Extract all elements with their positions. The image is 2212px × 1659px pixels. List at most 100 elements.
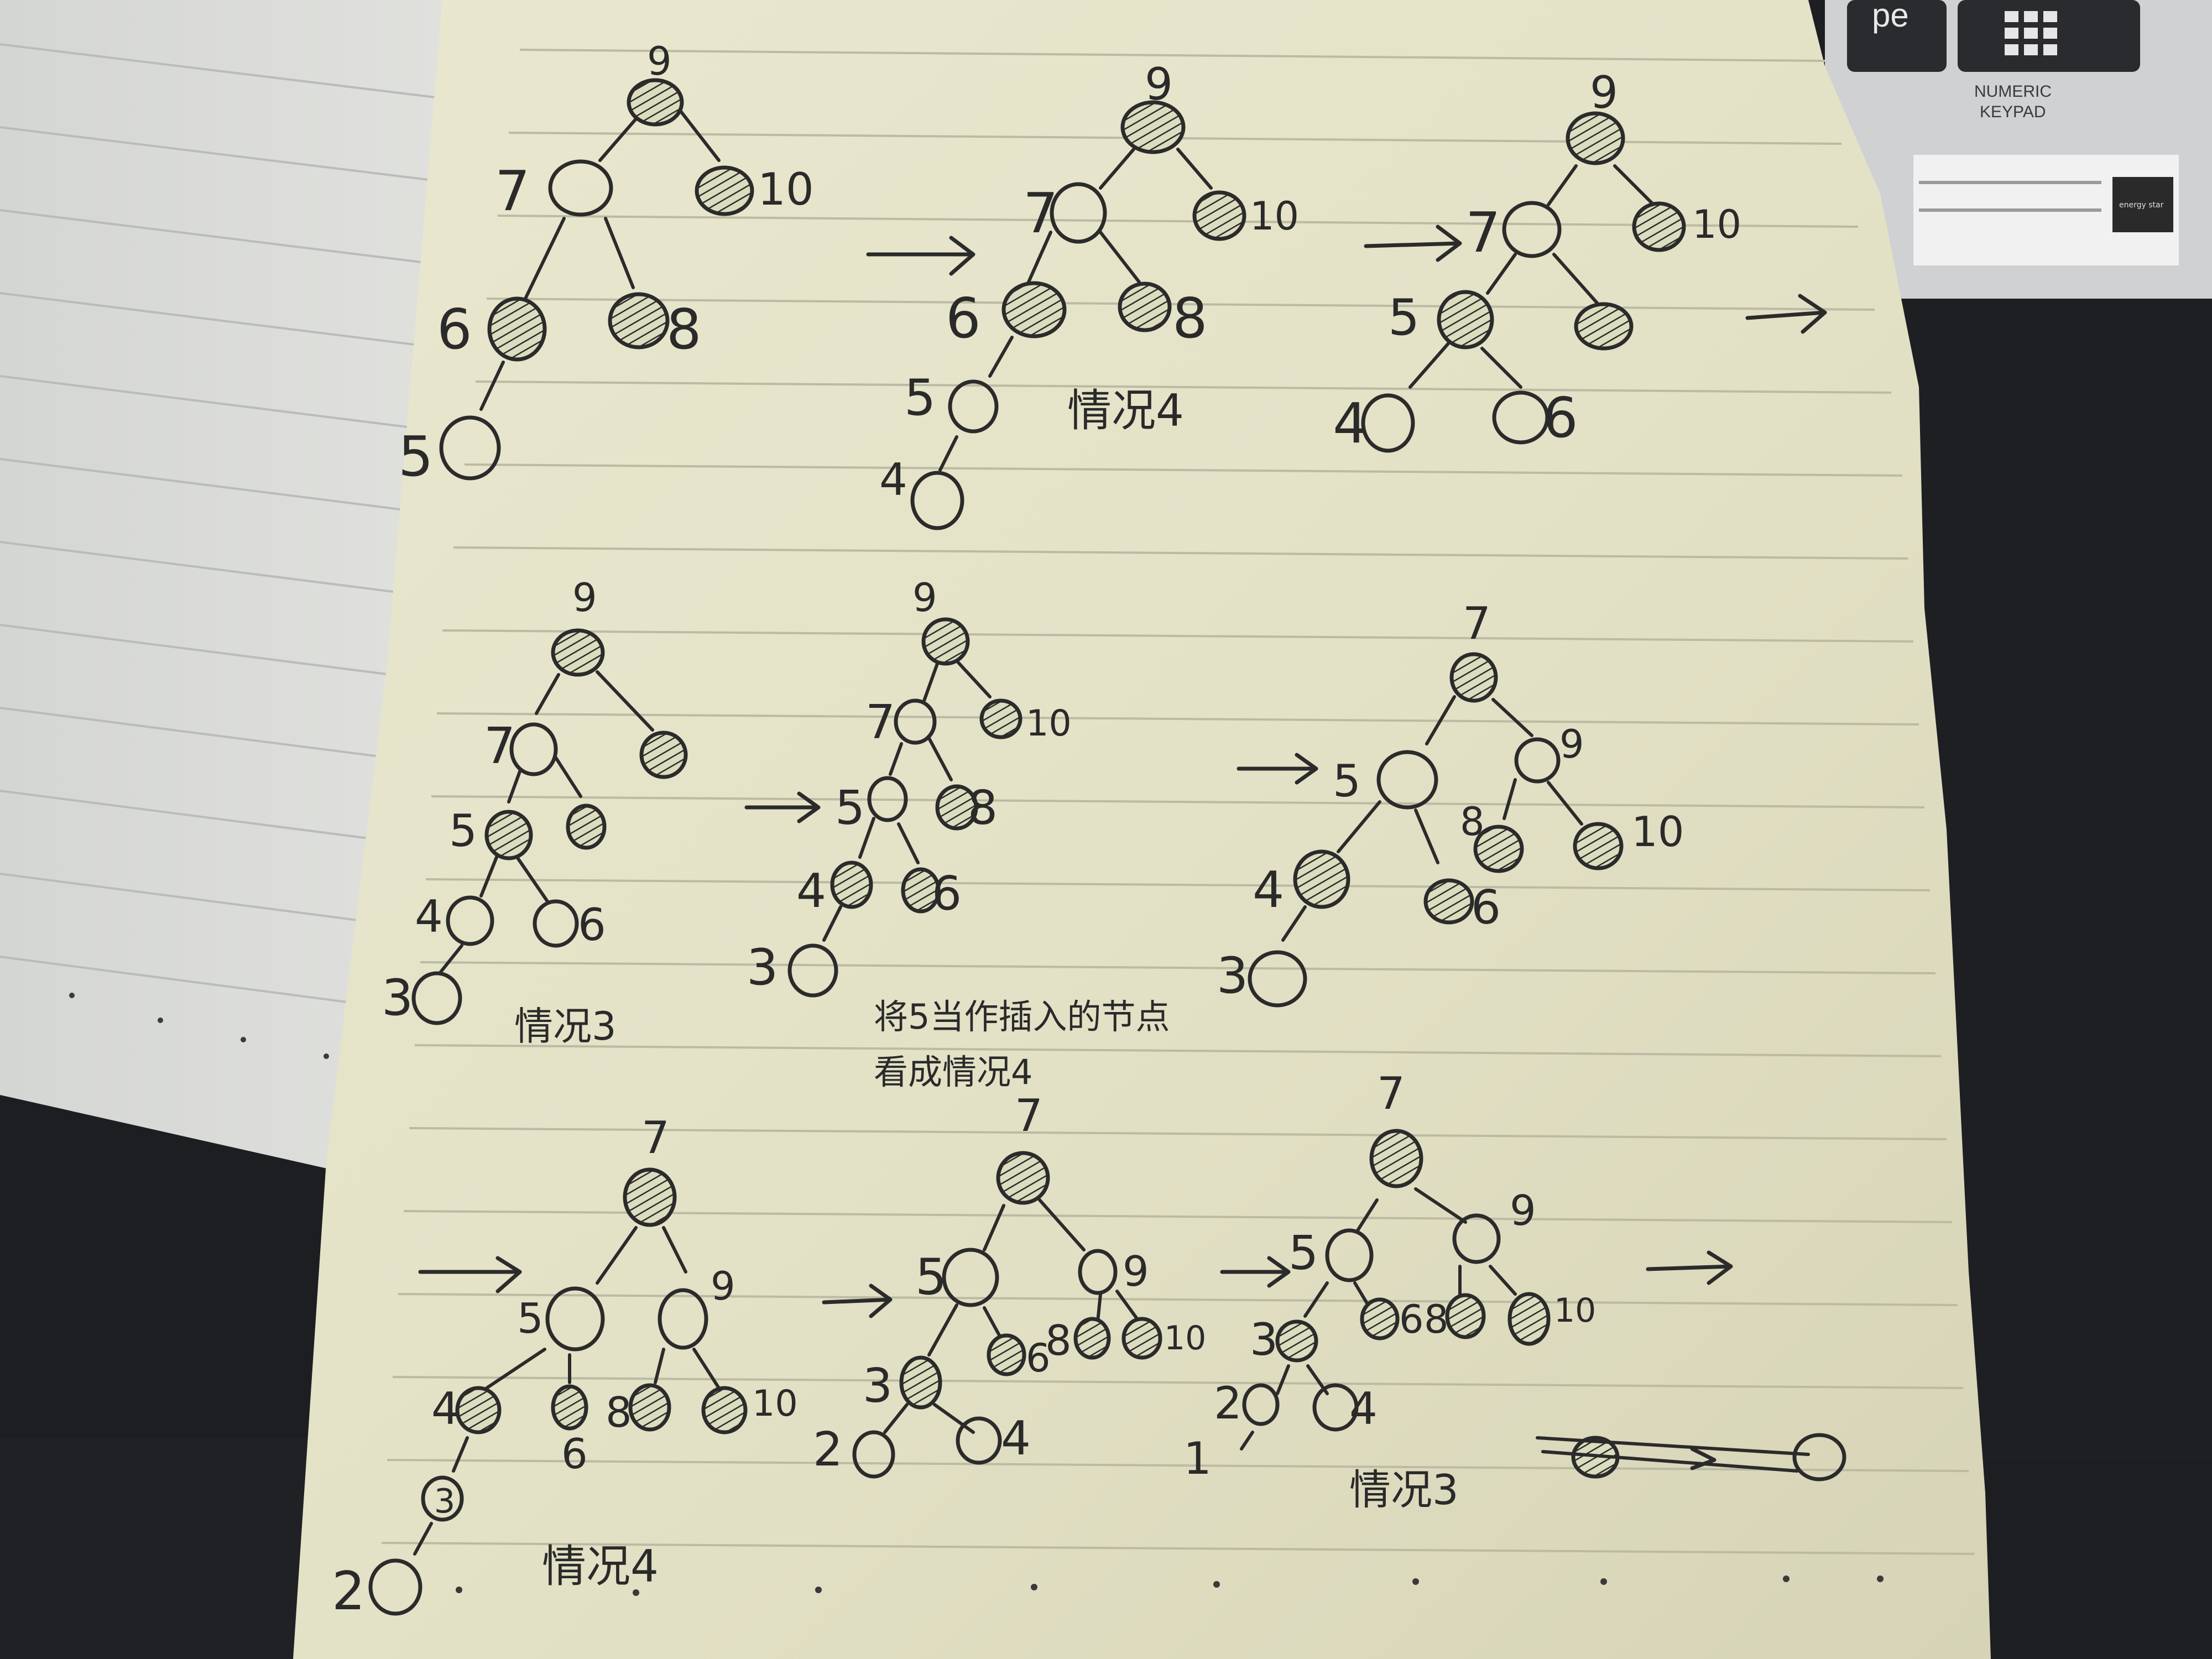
t1-node-label: 5 — [398, 424, 434, 489]
t9-node-label: 6 — [1399, 1297, 1424, 1342]
tree-9: 7 5 9 3 6 8 10 2 4 1 情况3 — [1183, 1068, 1596, 1514]
t3-node-label: 5 — [1388, 289, 1420, 347]
arrow-icon — [1745, 294, 1827, 334]
arrow-icon — [1646, 1250, 1733, 1285]
t7-node-label: 7 — [641, 1112, 670, 1164]
t8-node-label: 6 — [1026, 1335, 1051, 1381]
t4-node-label: 7 — [484, 717, 515, 775]
t6-node-label: 9 — [1559, 722, 1584, 767]
t8-node-label: 4 — [1001, 1411, 1031, 1466]
arrow-icon — [866, 236, 975, 276]
tree-5: 9 7 10 5 8 4 6 3 将5当作插入的节点 看成情况4 — [747, 575, 1170, 1092]
arrow-icon — [1237, 753, 1318, 785]
t9-node-label: 3 — [1250, 1314, 1278, 1365]
t6-node-label: 6 — [1471, 880, 1501, 935]
t8-node-label: 9 — [1123, 1247, 1149, 1296]
t1-node-label: 7 — [495, 159, 530, 223]
case-label: 情况3 — [514, 1004, 617, 1049]
t5-node-label: 3 — [747, 938, 778, 997]
t3-node-label: 4 — [1333, 391, 1368, 456]
t4-node-label: 3 — [382, 969, 413, 1027]
t6-node-label: 4 — [1253, 861, 1284, 919]
t6-node-label: 7 — [1463, 598, 1491, 649]
t9-node-label: 1 — [1183, 1433, 1212, 1484]
note-text: 看成情况4 — [874, 1052, 1032, 1092]
t5-node-label: 5 — [835, 781, 865, 836]
t5-node-label: 7 — [865, 695, 895, 750]
arrow-icon — [744, 791, 821, 823]
t5-node-label: 4 — [796, 864, 826, 919]
t8-node-label: 3 — [863, 1359, 893, 1413]
arrow-icon — [1220, 1256, 1291, 1288]
t9-node-label: 2 — [1214, 1378, 1242, 1429]
t6-node-label: 8 — [1460, 799, 1485, 844]
t9-node-label: 4 — [1349, 1383, 1378, 1434]
t2-node-label: 10 — [1250, 194, 1299, 239]
t9-node-label: 8 — [1424, 1297, 1449, 1342]
t8-node-label: 5 — [915, 1248, 947, 1306]
t7-node-label: 10 — [752, 1383, 798, 1425]
tree-2: 9 7 10 6 8 5 4 情况4 — [879, 59, 1299, 530]
t1-node-label: 10 — [758, 164, 814, 215]
t9-node-label: 9 — [1510, 1186, 1536, 1235]
notebook-page — [293, 0, 1991, 1659]
arrow-icon — [1364, 225, 1462, 262]
t6-node-label: 10 — [1631, 807, 1684, 856]
t2-node-label: 4 — [879, 454, 907, 505]
arrow-icon — [418, 1256, 522, 1293]
t7-node-label: 2 — [332, 1561, 365, 1622]
tree-6: 7 5 9 4 6 8 10 3 — [1217, 598, 1684, 1008]
dots — [69, 993, 1884, 1596]
tree-7: 7 5 9 4 6 8 10 3 2 情况4 — [332, 1112, 798, 1622]
t9-node-label: 5 — [1288, 1226, 1318, 1281]
t7-node-label: 5 — [517, 1294, 544, 1343]
tree-4: 9 7 5 4 6 3 情况3 — [382, 575, 688, 1049]
note-text: 将5当作插入的节点 — [874, 997, 1170, 1037]
keypad-label-line2: KEYPAD — [1980, 103, 2046, 121]
t3-node-label: 7 — [1465, 200, 1501, 265]
t6-node-label: 3 — [1217, 947, 1248, 1005]
t7-node-label: 6 — [561, 1430, 588, 1478]
t3-node-label: 6 — [1543, 385, 1578, 450]
t3-node-label: 10 — [1692, 202, 1741, 247]
t7-node-label: 4 — [431, 1383, 460, 1434]
t8-node-label: 8 — [1045, 1316, 1072, 1365]
key-label-partial: pe — [1872, 0, 1909, 34]
t2-node-label: 6 — [946, 286, 981, 351]
t1-node-label: 6 — [437, 297, 472, 362]
t9-node-label: 7 — [1377, 1068, 1405, 1119]
t5-node-label: 6 — [932, 867, 962, 921]
energy-star-sticker: energy star — [2119, 201, 2164, 210]
t5-node-label: 10 — [1026, 703, 1072, 744]
case-label: 情况4 — [1067, 385, 1184, 436]
t4-node-label: 4 — [415, 891, 443, 942]
case-label: 情况3 — [1349, 1465, 1459, 1514]
crossed-out-sketch — [1536, 1433, 1846, 1481]
arrow-icon — [822, 1284, 893, 1318]
t4-node-label: 6 — [578, 899, 606, 951]
t5-node-label: 8 — [968, 781, 998, 836]
t3-node-label: 9 — [1590, 67, 1618, 118]
t2-node-label: 9 — [1145, 59, 1173, 110]
t2-node-label: 7 — [1023, 181, 1058, 246]
t6-node-label: 5 — [1333, 755, 1361, 807]
t8-node-label: 10 — [1164, 1319, 1206, 1358]
t2-node-label: 8 — [1172, 286, 1208, 351]
t2-node-label: 5 — [904, 369, 936, 427]
t5-node-label: 9 — [912, 575, 937, 620]
tree-8: 7 5 9 3 6 8 10 2 4 — [813, 1090, 1206, 1479]
t1-node-label: 8 — [666, 297, 702, 362]
case-label: 情况4 — [542, 1541, 659, 1592]
keypad-label-line1: NUMERIC — [1974, 82, 2052, 101]
tree-1: 9 7 10 6 8 5 — [398, 39, 814, 489]
t7-node-label: 8 — [606, 1388, 632, 1437]
keypad-grid-icon — [2005, 11, 2057, 55]
tree-3: 9 7 10 5 4 6 — [1333, 67, 1741, 456]
t4-node-label: 5 — [449, 805, 477, 857]
t4-node-label: 9 — [572, 575, 597, 620]
t8-node-label: 7 — [1015, 1090, 1043, 1141]
t9-node-label: 10 — [1554, 1291, 1596, 1330]
t1-node-label: 9 — [647, 39, 672, 84]
t8-node-label: 2 — [813, 1422, 843, 1477]
